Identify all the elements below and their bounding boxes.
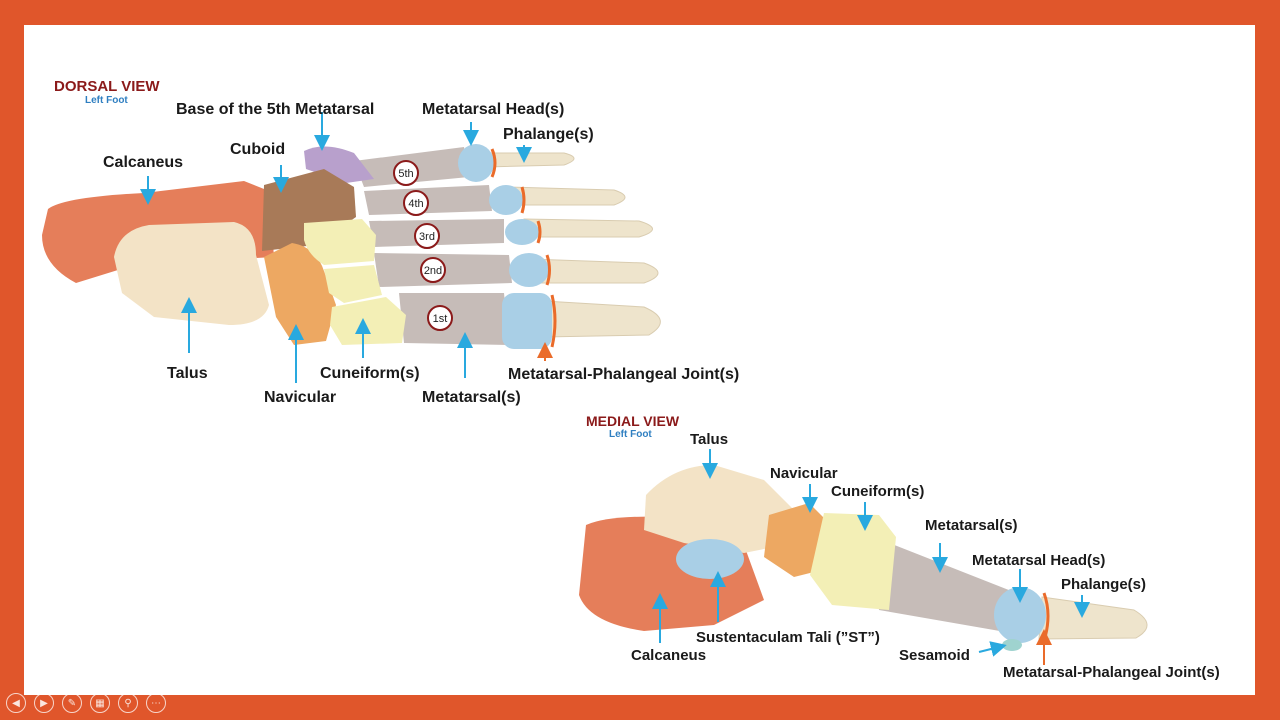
medial-label-sustentaculum: Sustentaculam Tali (”ST”) <box>696 629 880 646</box>
medial-arrows <box>652 449 1090 657</box>
label-navicular: Navicular <box>264 389 337 406</box>
medial-label-sesamoid: Sesamoid <box>899 647 970 664</box>
digit-badges <box>393 160 453 331</box>
digit-label-1st: 1st <box>433 313 448 325</box>
dorsal-phalanges <box>485 152 661 338</box>
label-metatarsal-heads: Metatarsal Head(s) <box>422 101 565 118</box>
label-metatarsals: Metatarsal(s) <box>422 389 521 406</box>
zoom-icon[interactable]: ⚲ <box>118 693 138 713</box>
label-phalanges: Phalange(s) <box>503 126 594 143</box>
slides-icon[interactable]: ▦ <box>90 693 110 713</box>
slide: 5th 4th 3rd 2nd 1st DORSAL VIEW Left Foot Ba… <box>24 25 1255 695</box>
dorsal-metatarsal-heads <box>458 144 552 349</box>
digit-label-2nd: 2nd <box>424 265 442 277</box>
label-cuboid: Cuboid <box>230 141 286 158</box>
medial-label-cuneiforms: Cuneiform(s) <box>831 483 925 500</box>
foot-illustration: 5th 4th 3rd 2nd 1st <box>42 112 1148 665</box>
label-base-5th-metatarsal: Base of the 5th Metatarsal <box>176 101 375 118</box>
label-calcaneus: Calcaneus <box>103 154 184 171</box>
pen-icon[interactable]: ✎ <box>62 693 82 713</box>
medial-label-mtp-joint: Metatarsal-Phalangeal Joint(s) <box>1003 664 1220 681</box>
medial-label-metatarsal-heads: Metatarsal Head(s) <box>972 552 1106 569</box>
dorsal-talus <box>114 222 269 325</box>
medial-label-calcaneus: Calcaneus <box>631 647 707 664</box>
dorsal-navicular <box>264 243 336 345</box>
medial-view-subtitle: Left Foot <box>609 429 652 440</box>
digit-labels: 5th 4th 3rd 2nd 1st <box>398 168 447 325</box>
presentation-toolbar: ◀ ▶ ✎ ▦ ⚲ ⋯ <box>6 693 166 713</box>
dorsal-foot <box>42 144 661 349</box>
medial-label-navicular: Navicular <box>770 465 838 482</box>
dorsal-view-title: DORSAL VIEW <box>54 78 160 95</box>
previous-icon[interactable]: ◀ <box>6 693 26 713</box>
digit-label-4th: 4th <box>408 198 423 210</box>
digit-label-5th: 5th <box>398 168 413 180</box>
dorsal-arrows <box>140 112 532 383</box>
label-talus: Talus <box>167 365 208 382</box>
more-icon[interactable]: ⋯ <box>146 693 166 713</box>
label-cuneiforms: Cuneiform(s) <box>320 365 420 382</box>
next-icon[interactable]: ▶ <box>34 693 54 713</box>
medial-label-phalanges: Phalange(s) <box>1061 576 1147 593</box>
dorsal-view-subtitle: Left Foot <box>85 95 128 106</box>
medial-view-title: MEDIAL VIEW <box>586 413 680 429</box>
digit-label-3rd: 3rd <box>419 231 435 243</box>
medial-label-metatarsals: Metatarsal(s) <box>925 517 1018 534</box>
medial-label-talus: Talus <box>690 431 729 448</box>
label-mtp-joints: Metatarsal-Phalangeal Joint(s) <box>508 366 740 383</box>
